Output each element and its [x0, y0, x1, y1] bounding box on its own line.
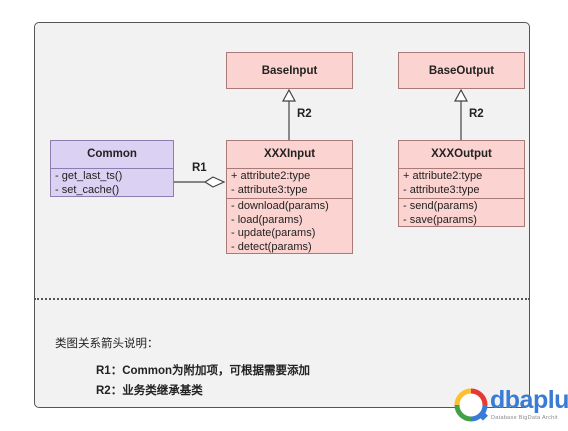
class-attribute: - attribute3:type: [403, 183, 480, 196]
class-attribute: + attribute2:type: [403, 170, 483, 182]
relation-label-r1: R1: [192, 162, 207, 174]
relation-label-r2-output: R2: [469, 108, 484, 120]
class-name: XXXOutput: [431, 148, 492, 160]
class-name: XXXInput: [263, 148, 316, 160]
dbaplus-logo-mark: [454, 388, 488, 422]
class-method: - set_cache(): [55, 183, 120, 196]
class-method: - download(params): [231, 200, 329, 212]
class-xxx-output: XXXOutput + attribute2:type - attribute3…: [398, 140, 525, 227]
class-common: Common - get_last_ts() - set_cache(): [50, 140, 174, 197]
class-method: - get_last_ts(): [55, 170, 123, 182]
class-method: - update(params): [231, 227, 316, 239]
class-attribute: - attribute3:type: [231, 183, 308, 196]
class-base-input: BaseInput: [226, 52, 353, 89]
class-method: - save(params): [403, 213, 477, 226]
legend-item-r1: R1：Common为附加项，可根据需要添加: [96, 365, 311, 377]
class-method: - detect(params): [231, 240, 312, 253]
logo-tagline: Database BigData Archit: [491, 415, 558, 421]
class-method: - send(params): [403, 200, 478, 212]
aggregation-diamond: [203, 176, 226, 188]
logo-wordmark: dbaplus: [490, 386, 568, 414]
class-method: - load(params): [231, 213, 303, 226]
inherit-arrowhead-input: [281, 88, 297, 102]
relation-label-r2-input: R2: [297, 108, 312, 120]
class-attribute: + attribute2:type: [231, 170, 311, 182]
class-xxx-input: XXXInput + attribute2:type - attribute3:…: [226, 140, 353, 254]
class-base-output: BaseOutput: [398, 52, 525, 89]
legend-item-r2: R2：业务类继承基类: [96, 385, 203, 397]
legend-heading: 类图关系箭头说明：: [55, 338, 159, 350]
class-name: BaseOutput: [428, 64, 495, 77]
class-name: Common: [87, 148, 137, 160]
section-divider: [34, 298, 530, 300]
inherit-arrowhead-output: [453, 88, 469, 102]
class-name: BaseInput: [261, 64, 318, 77]
